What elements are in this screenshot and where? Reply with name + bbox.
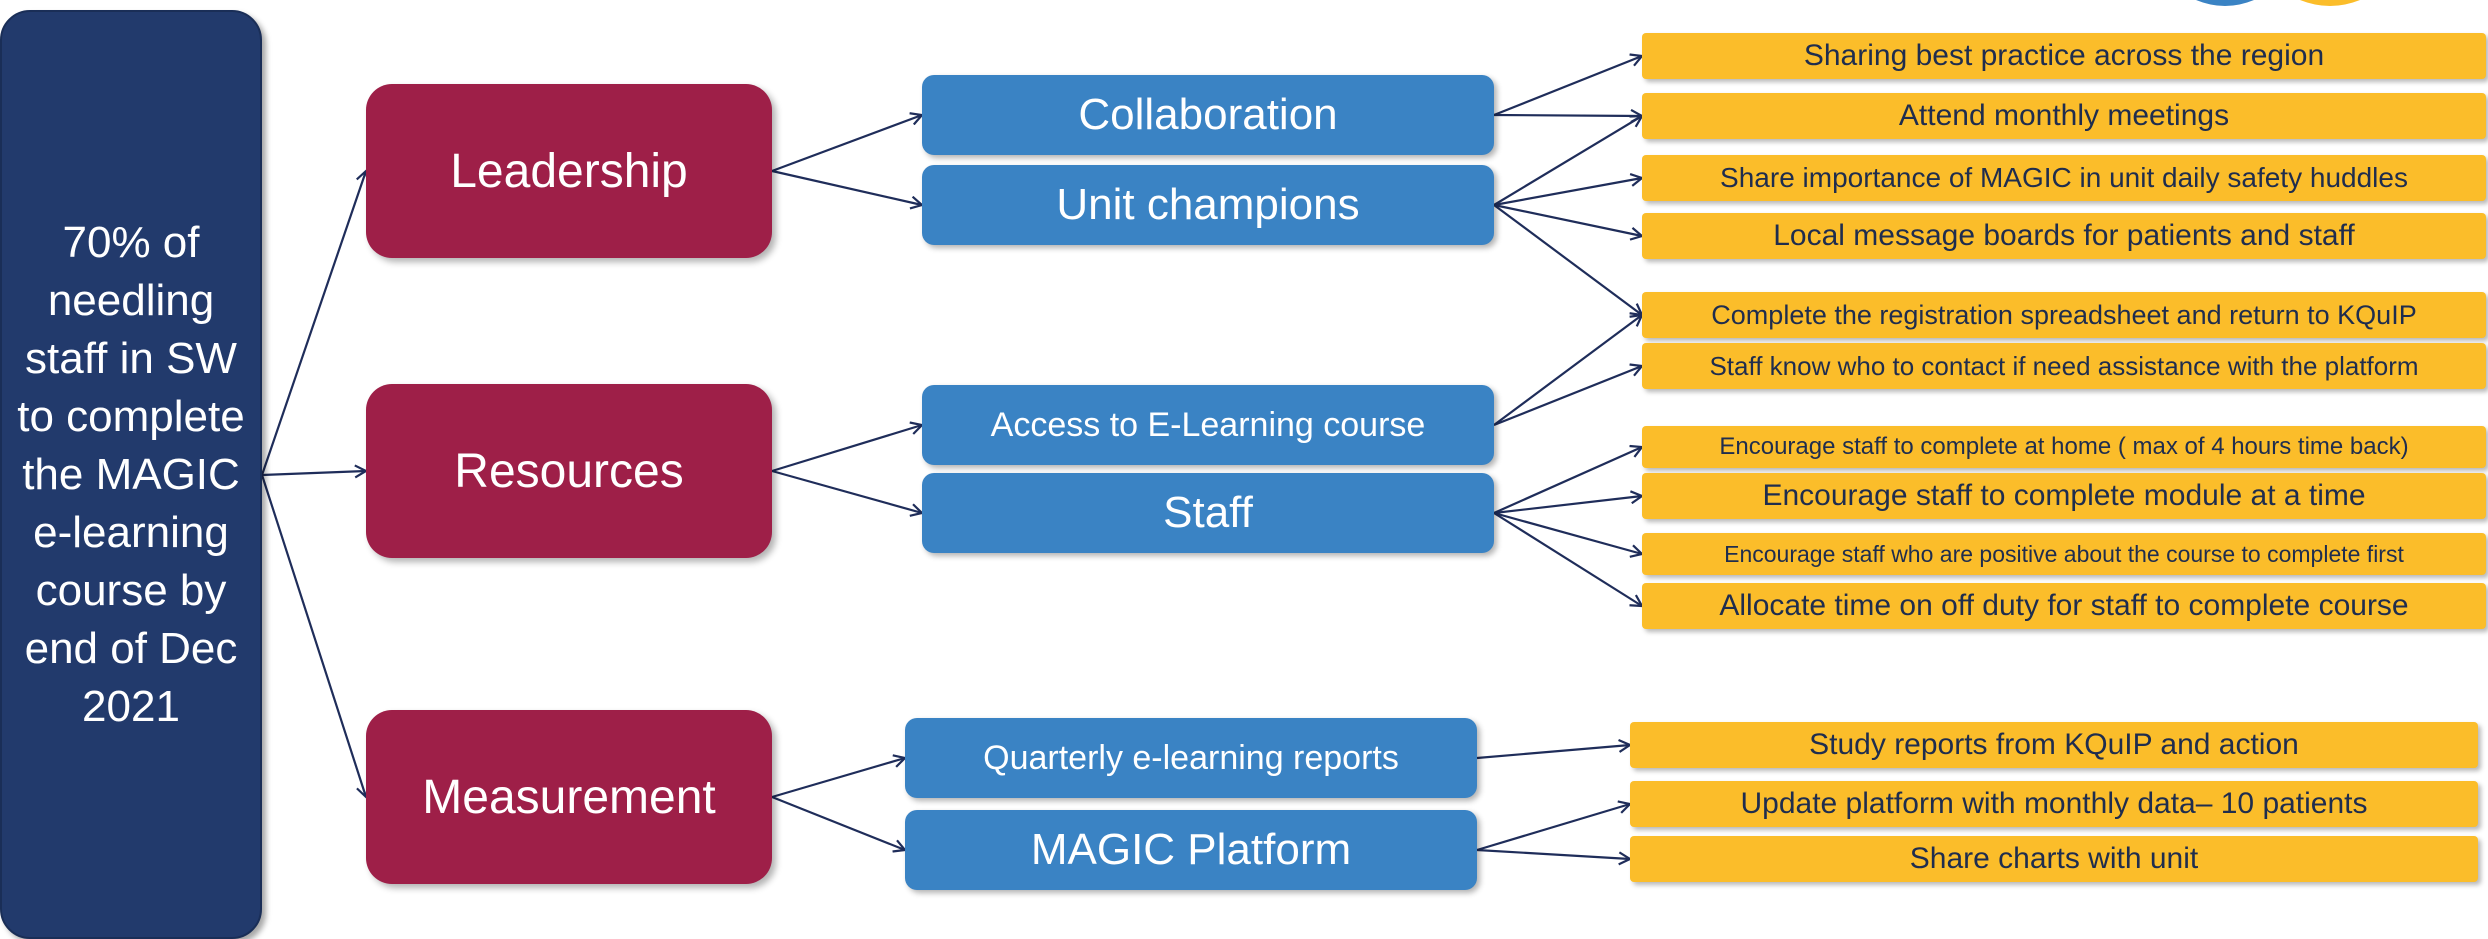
- connector-arrow: [771, 758, 905, 799]
- change-idea-update-platform: Update platform with monthly data– 10 pa…: [1630, 781, 2478, 827]
- secondary-driver-label: Access to E-Learning course: [990, 405, 1426, 444]
- connector-arrow: [771, 425, 922, 473]
- secondary-driver-quarterly-reports: Quarterly e-learning reports: [905, 718, 1477, 798]
- connector-arrow: [1476, 804, 1630, 852]
- change-idea-complete-at-home: Encourage staff to complete at home ( ma…: [1642, 426, 2486, 468]
- secondary-driver-collaboration: Collaboration: [922, 75, 1494, 155]
- secondary-driver-label: Collaboration: [1078, 90, 1338, 139]
- connector-arrow: [771, 795, 905, 850]
- connector-arrow: [1493, 56, 1642, 117]
- change-idea-share-charts: Share charts with unit: [1630, 836, 2478, 882]
- aim-box: 70% of needling staff in SW to complete …: [0, 10, 262, 939]
- connector-arrow: [1493, 203, 1642, 236]
- connector-arrows: [260, 56, 1642, 859]
- connector-arrow: [1493, 366, 1642, 427]
- change-idea-label: Update platform with monthly data– 10 pa…: [1740, 787, 2368, 820]
- change-idea-monthly-meetings: Attend monthly meetings: [1642, 93, 2486, 139]
- secondary-driver-unit-champions: Unit champions: [922, 165, 1494, 245]
- change-idea-study-reports: Study reports from KQuIP and action: [1630, 722, 2478, 768]
- connector-arrow: [1493, 512, 1642, 606]
- primary-driver-label: Resources: [454, 444, 684, 498]
- change-idea-message-boards: Local message boards for patients and st…: [1642, 213, 2486, 259]
- change-idea-platform-contact: Staff know who to contact if need assist…: [1642, 343, 2486, 389]
- change-idea-label: Allocate time on off duty for staff to c…: [1719, 589, 2409, 622]
- connector-arrow: [1493, 178, 1642, 207]
- change-idea-label: Share charts with unit: [1909, 842, 2199, 875]
- change-idea-label: Complete the registration spreadsheet an…: [1711, 299, 2417, 330]
- change-idea-allocate-time: Allocate time on off duty for staff to c…: [1642, 583, 2486, 629]
- secondary-driver-label: Unit champions: [1056, 180, 1360, 229]
- primary-driver-label: Leadership: [450, 144, 688, 198]
- logo-graphic: [2196, 0, 2360, 6]
- change-idea-label: Staff know who to contact if need assist…: [1709, 350, 2419, 381]
- connector-arrow: [771, 115, 922, 173]
- change-idea-label: Encourage staff to complete module at a …: [1762, 479, 2366, 512]
- primary-driver-resources: Resources: [366, 384, 772, 558]
- secondary-driver-label: Quarterly e-learning reports: [983, 738, 1399, 777]
- connector-arrow: [1493, 204, 1642, 315]
- connector-arrow: [1493, 447, 1642, 515]
- change-idea-label: Local message boards for patients and st…: [1773, 219, 2355, 252]
- change-idea-module-at-a-time: Encourage staff to complete module at a …: [1642, 473, 2486, 519]
- connector-arrow: [1476, 848, 1630, 859]
- primary-driver-measurement: Measurement: [366, 710, 772, 884]
- secondary-driver-magic-platform: MAGIC Platform: [905, 810, 1477, 890]
- connector-arrow: [260, 474, 366, 797]
- aim-text: 70% of needling staff in SW to complete …: [17, 217, 245, 731]
- connector-arrow: [1493, 315, 1642, 426]
- secondary-driver-staff: Staff: [922, 473, 1494, 553]
- connector-arrow: [1493, 511, 1642, 554]
- connector-arrow: [1493, 116, 1642, 206]
- connector-arrow: [771, 469, 922, 513]
- connector-arrow: [1476, 745, 1630, 760]
- secondary-driver-access-e-learning: Access to E-Learning course: [922, 385, 1494, 465]
- primary-driver-leadership: Leadership: [366, 84, 772, 258]
- change-idea-label: Sharing best practice across the region: [1803, 39, 2325, 72]
- connector-arrow: [1493, 115, 1642, 116]
- connector-arrow: [260, 171, 366, 476]
- primary-driver-label: Measurement: [422, 770, 716, 824]
- connector-arrow: [771, 169, 922, 205]
- connector-arrow: [261, 471, 366, 475]
- change-idea-label: Encourage staff to complete at home ( ma…: [1719, 433, 2409, 460]
- change-idea-label: Study reports from KQuIP and action: [1809, 728, 2299, 761]
- secondary-driver-label: MAGIC Platform: [1030, 825, 1352, 874]
- connector-arrow: [1493, 496, 1642, 515]
- change-idea-label: Encourage staff who are positive about t…: [1724, 540, 2404, 567]
- secondary-driver-label: Staff: [1163, 488, 1253, 537]
- change-idea-registration-spreadsheet: Complete the registration spreadsheet an…: [1642, 292, 2486, 338]
- change-idea-label: Attend monthly meetings: [1898, 99, 2230, 132]
- change-idea-safety-huddles: Share importance of MAGIC in unit daily …: [1642, 155, 2486, 201]
- change-idea-sharing-best-practice: Sharing best practice across the region: [1642, 33, 2486, 79]
- change-idea-positive-staff-first: Encourage staff who are positive about t…: [1642, 533, 2486, 575]
- change-idea-label: Share importance of MAGIC in unit daily …: [1720, 162, 2408, 193]
